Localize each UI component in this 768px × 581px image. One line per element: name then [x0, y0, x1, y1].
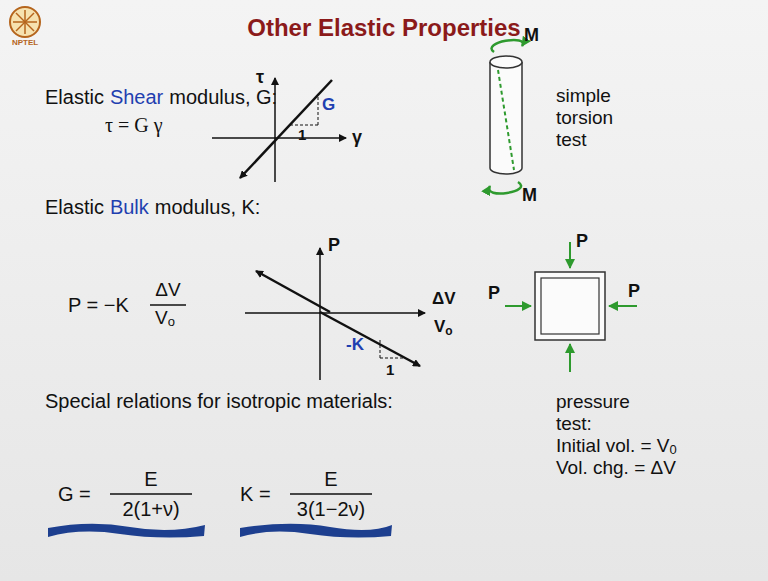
slide-label: K =	[240, 483, 271, 505]
slide-label: o	[168, 315, 175, 329]
slide-label: P	[328, 236, 340, 256]
slide-label: P = −K	[68, 294, 129, 316]
slide-label: P	[628, 282, 640, 302]
slide-label: -K	[346, 336, 364, 355]
slide-label: ΔV	[432, 290, 456, 309]
slide-label: Elastic	[45, 86, 104, 108]
slide-label: test	[556, 130, 587, 151]
slide-label: 0	[670, 443, 677, 457]
slide-label: Shear	[110, 86, 163, 108]
slide-label: Bulk	[110, 196, 149, 218]
slide-label: 1	[386, 362, 394, 379]
slide-label: Special relations for isotropic material…	[45, 390, 393, 412]
slide-label: τ	[256, 68, 264, 88]
slide-label: 1	[298, 127, 306, 144]
slide-label: P	[576, 232, 588, 252]
slide-label: Initial vol. = V	[556, 436, 670, 457]
slide-label: γ	[352, 128, 362, 148]
slide-label: E	[144, 468, 157, 490]
slide-label: simple	[556, 86, 611, 107]
slide-label: E	[324, 468, 337, 490]
slide-label: M	[524, 26, 539, 46]
slide-label: o	[445, 325, 452, 338]
slide-label: τ = G γ	[105, 114, 163, 136]
slide-label: G	[322, 96, 335, 115]
slide-label: P	[488, 284, 500, 304]
slide-label: 3(1−2ν)	[297, 498, 365, 520]
slide-label: Elastic	[45, 196, 104, 218]
slide-label: ΔV	[155, 280, 180, 301]
slide-label: G =	[58, 483, 91, 505]
slide-label: torsion	[556, 108, 613, 129]
slide-title: Other Elastic Properties	[0, 14, 768, 42]
slide-label: M	[522, 186, 537, 206]
slide-label: V	[155, 308, 168, 329]
slide-label: NPTEL	[12, 39, 38, 48]
slide-label: pressure	[556, 392, 630, 413]
slide-label: 2(1+ν)	[122, 498, 179, 520]
slide-label: test:	[556, 414, 592, 435]
slide-label: modulus, G:	[169, 86, 277, 108]
slide-label: modulus, K:	[155, 196, 261, 218]
slide-label: Vol. chg. = ΔV	[556, 458, 676, 479]
slide-label: V	[434, 318, 445, 337]
